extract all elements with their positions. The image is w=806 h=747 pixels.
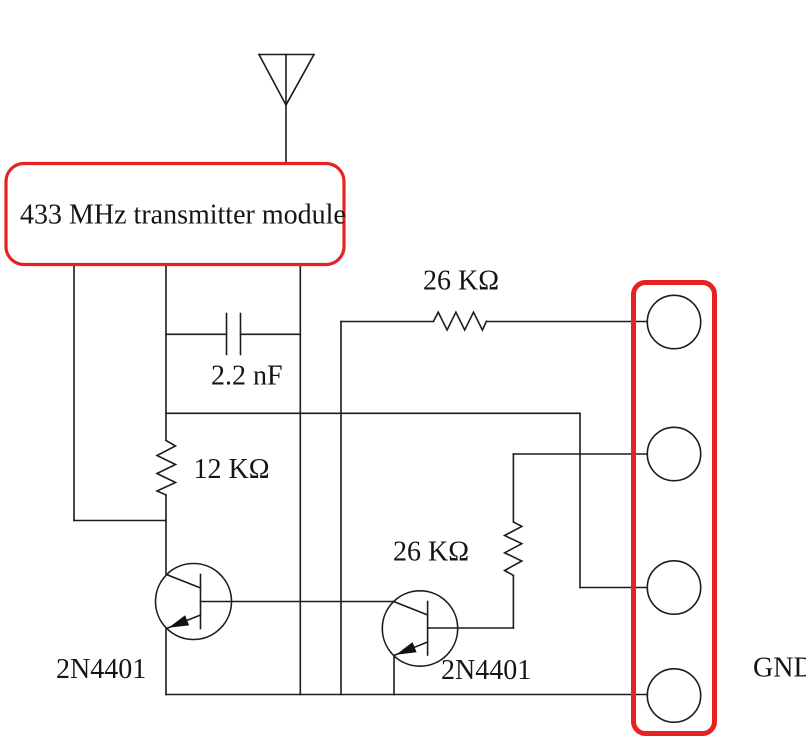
- svg-text:2N4401: 2N4401: [56, 654, 146, 685]
- svg-text:26 KΩ: 26 KΩ: [423, 266, 499, 297]
- svg-text:433 MHz transmitter module: 433 MHz transmitter module: [20, 200, 346, 231]
- svg-text:26 KΩ: 26 KΩ: [393, 537, 469, 568]
- svg-text:2N4401: 2N4401: [441, 655, 531, 686]
- svg-text:2.2 nF: 2.2 nF: [211, 361, 283, 392]
- svg-text:12 KΩ: 12 KΩ: [194, 454, 270, 485]
- svg-text:GND: GND: [753, 653, 806, 684]
